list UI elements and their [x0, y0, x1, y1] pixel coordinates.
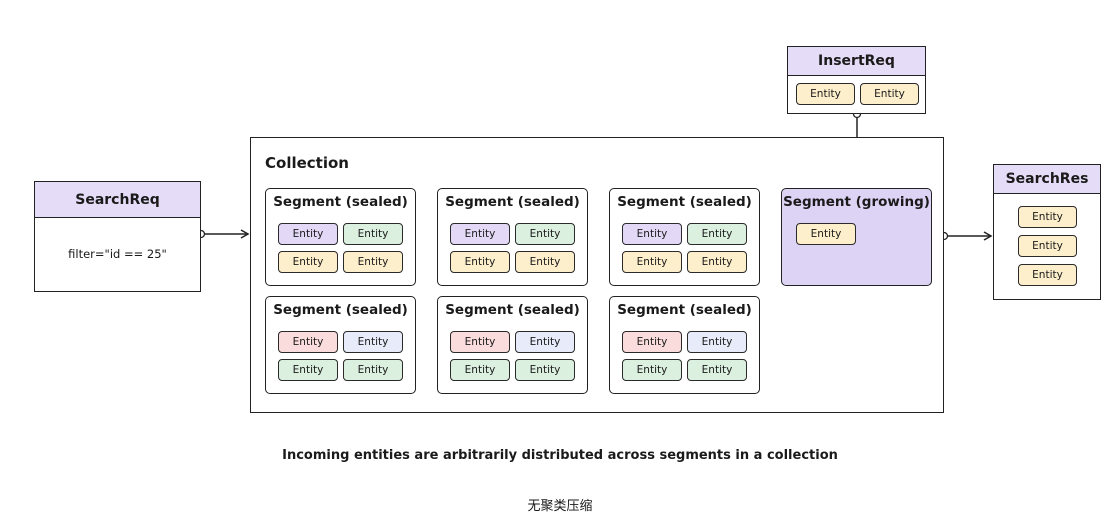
entity-chip: Entity [622, 359, 682, 381]
insert-entity-chip: Entity [796, 83, 855, 105]
insert-req-title: InsertReq [788, 47, 925, 76]
segment-sealed: Segment (sealed) Entity Entity Entity En… [437, 188, 588, 286]
result-entity-chip: Entity [1018, 206, 1077, 228]
entity-chip: Entity [515, 223, 575, 245]
segment-growing: Segment (growing) Entity [781, 188, 932, 286]
segment-title: Segment (sealed) [273, 194, 408, 210]
entity-chip: Entity [622, 223, 682, 245]
search-res-panel: SearchRes Entity Entity Entity [993, 164, 1101, 300]
entity-chip: Entity [450, 331, 510, 353]
entity-chip: Entity [622, 331, 682, 353]
segment-sealed: Segment (sealed) Entity Entity Entity En… [609, 296, 760, 394]
entity-chip: Entity [343, 223, 403, 245]
entity-chip: Entity [622, 251, 682, 273]
entity-chip: Entity [687, 359, 747, 381]
search-req-filter: filter="id == 25" [68, 247, 167, 261]
entity-chip: Entity [450, 359, 510, 381]
result-entity-chip: Entity [1018, 235, 1077, 257]
entity-chip: Entity [515, 331, 575, 353]
entity-chip: Entity [796, 223, 856, 245]
segment-sealed: Segment (sealed) Entity Entity Entity En… [437, 296, 588, 394]
segment-sealed: Segment (sealed) Entity Entity Entity En… [609, 188, 760, 286]
collection-title: Collection [265, 154, 349, 172]
entity-chip: Entity [278, 251, 338, 273]
search-req-title: SearchReq [35, 182, 200, 218]
entity-chip: Entity [343, 251, 403, 273]
entity-chip: Entity [687, 223, 747, 245]
segment-sealed: Segment (sealed) Entity Entity Entity En… [265, 188, 416, 286]
footer-text: 无聚类压缩 [527, 499, 593, 514]
segment-title: Segment (sealed) [617, 302, 752, 318]
segment-title: Segment (growing) [783, 194, 930, 210]
entity-chip: Entity [343, 359, 403, 381]
entity-chip: Entity [687, 331, 747, 353]
insert-req-panel: InsertReq Entity Entity [787, 46, 926, 114]
entity-chip: Entity [278, 359, 338, 381]
entity-chip: Entity [515, 359, 575, 381]
search-req-panel: SearchReq filter="id == 25" [34, 181, 201, 292]
entity-chip: Entity [343, 331, 403, 353]
entity-chip: Entity [515, 251, 575, 273]
diagram-caption: Incoming entities are arbitrarily distri… [282, 448, 838, 463]
entity-chip: Entity [687, 251, 747, 273]
segment-title: Segment (sealed) [445, 302, 580, 318]
entity-chip: Entity [450, 223, 510, 245]
entity-chip: Entity [450, 251, 510, 273]
entity-chip: Entity [278, 331, 338, 353]
search-res-title: SearchRes [994, 165, 1100, 194]
segment-sealed: Segment (sealed) Entity Entity Entity En… [265, 296, 416, 394]
segment-title: Segment (sealed) [445, 194, 580, 210]
result-entity-chip: Entity [1018, 264, 1077, 286]
segment-title: Segment (sealed) [273, 302, 408, 318]
segment-title: Segment (sealed) [617, 194, 752, 210]
entity-chip: Entity [278, 223, 338, 245]
insert-entity-chip: Entity [860, 83, 919, 105]
